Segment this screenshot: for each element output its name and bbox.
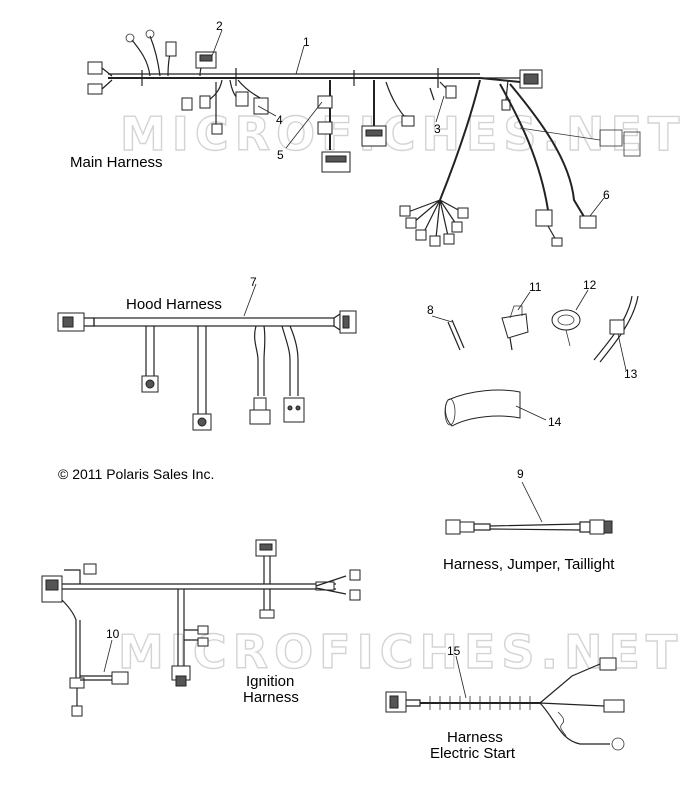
label-estart: Harness <box>447 729 503 746</box>
callout-6: 6 <box>603 188 610 202</box>
small-parts-drawing <box>431 289 639 427</box>
callout-1: 1 <box>303 35 310 49</box>
callout-2: 2 <box>216 19 223 33</box>
copyright-text: © 2011 Polaris Sales Inc. <box>58 466 214 482</box>
label-hood-harness: Hood Harness <box>126 296 222 313</box>
label-main-harness: Main Harness <box>70 154 163 171</box>
label-ignition-harness: Harness <box>243 689 299 706</box>
label-estart-electric: Electric Start <box>430 745 516 762</box>
main-harness-drawing <box>87 29 641 247</box>
callout-11: 11 <box>529 280 542 294</box>
callout-14: 14 <box>548 415 562 429</box>
ignition-harness-drawing <box>41 539 361 717</box>
callout-3: 3 <box>434 122 441 136</box>
callout-13: 13 <box>624 367 638 381</box>
label-jumper-taillight: Harness, Jumper, Taillight <box>443 556 615 573</box>
electric-start-harness-drawing <box>385 657 625 751</box>
callout-9: 9 <box>517 467 524 481</box>
callout-4: 4 <box>276 113 283 127</box>
label-ignition: Ignition <box>246 673 294 690</box>
jumper-harness-drawing <box>445 519 613 535</box>
hood-harness-drawing <box>57 310 357 431</box>
leader-lines-main <box>211 29 605 217</box>
callout-10: 10 <box>106 627 120 641</box>
callout-12: 12 <box>583 278 597 292</box>
callout-15: 15 <box>447 644 461 658</box>
callout-7: 7 <box>250 275 257 289</box>
callout-5: 5 <box>277 148 284 162</box>
callout-8: 8 <box>427 303 434 317</box>
